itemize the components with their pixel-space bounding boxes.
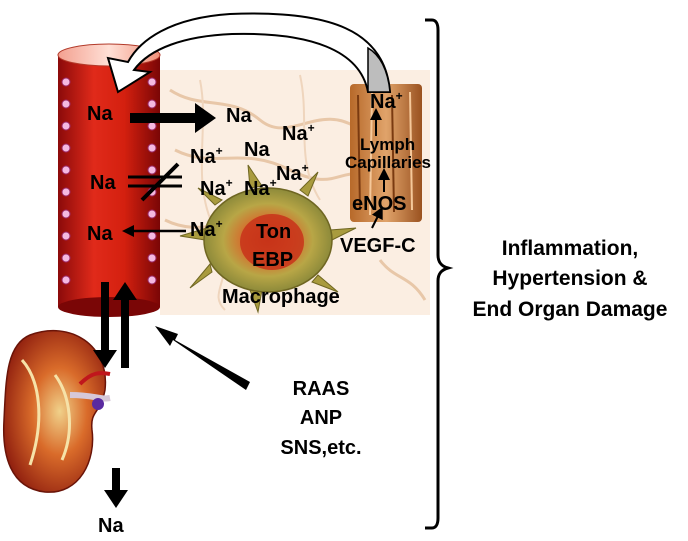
outcome-bracket bbox=[425, 18, 454, 530]
enos-label: eNOS bbox=[352, 193, 406, 215]
svg-text:Na+: Na+ bbox=[190, 217, 223, 241]
vessel-na-low: Na bbox=[87, 223, 113, 245]
excreted-na-label: Na bbox=[98, 515, 124, 537]
interstitial-na-ion-3: Na+ bbox=[276, 161, 309, 185]
arrows bbox=[93, 103, 390, 508]
vessel-wall-dots bbox=[61, 77, 157, 285]
kidney bbox=[2, 329, 111, 493]
na-efflux-arrow bbox=[130, 103, 216, 133]
interstitial-na-ion-1: Na+ bbox=[282, 121, 315, 145]
lymph-capillary bbox=[350, 84, 422, 222]
vegfc-label: VEGF-C bbox=[340, 235, 416, 257]
interstitial-na-1: Na bbox=[226, 105, 252, 127]
lymph-na-ion: Na+ bbox=[370, 89, 403, 113]
interstitial-na-ion-2: Na+ bbox=[190, 144, 223, 168]
interstitial-na-2: Na bbox=[244, 139, 270, 161]
return-arrow-shade bbox=[367, 46, 391, 93]
interstitial-na-ion-5: Na+ bbox=[244, 176, 277, 200]
macrophage-label: Macrophage bbox=[222, 286, 340, 308]
svg-text:Na+: Na+ bbox=[200, 176, 233, 200]
capillaries-label: Capillaries bbox=[345, 153, 431, 172]
vessel-na-mid: Na bbox=[90, 172, 116, 194]
vessel-to-kidney-arrow bbox=[93, 282, 117, 368]
block-slash bbox=[140, 162, 180, 202]
svg-text:Na+: Na+ bbox=[370, 89, 403, 113]
regulators-arrow bbox=[155, 326, 250, 390]
sns-label: SNS,etc. bbox=[280, 437, 361, 459]
svg-text:Na+: Na+ bbox=[282, 121, 315, 145]
lymph-label: Lymph bbox=[360, 135, 415, 154]
interstitial-na-ion-6: Na+ bbox=[190, 217, 223, 241]
anp-label: ANP bbox=[300, 407, 342, 429]
ton-label: Ton bbox=[256, 221, 291, 243]
outcome-line-1: Inflammation, bbox=[502, 237, 639, 260]
outcome-line-3: End Organ Damage bbox=[473, 298, 668, 321]
kidney-to-vessel-arrow bbox=[113, 282, 137, 368]
svg-text:Na+: Na+ bbox=[190, 144, 223, 168]
raas-label: RAAS bbox=[293, 378, 350, 400]
macrophage-cell bbox=[179, 164, 357, 314]
interstitial-na-ion-4: Na+ bbox=[200, 176, 233, 200]
ebp-label: EBP bbox=[252, 249, 293, 271]
excretion-arrow bbox=[104, 468, 128, 508]
blood-vessel bbox=[57, 43, 161, 317]
outcome-line-2: Hypertension & bbox=[492, 267, 647, 290]
vessel-na-top: Na bbox=[87, 103, 113, 125]
svg-text:Na+: Na+ bbox=[244, 176, 277, 200]
svg-text:Na+: Na+ bbox=[276, 161, 309, 185]
lymph-return-arrow bbox=[106, 12, 392, 94]
